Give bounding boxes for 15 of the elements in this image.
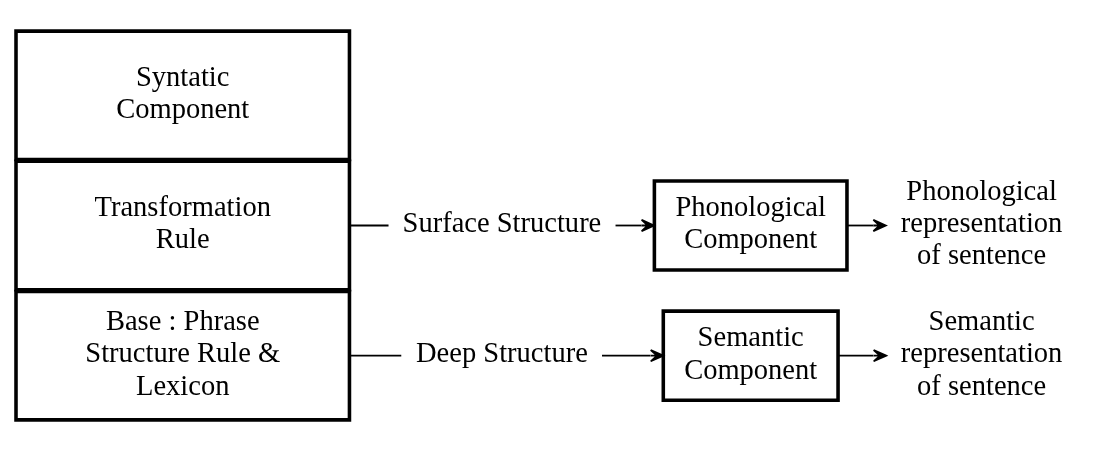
node-text: Deep Structure [416, 336, 588, 368]
node-box: Phonological Component [652, 178, 849, 272]
node-box: Transformation Rule [14, 159, 352, 291]
arrow [601, 348, 665, 362]
node-text: Surface Structure [402, 206, 602, 238]
arrow [846, 218, 887, 232]
connector [348, 224, 390, 226]
arrow [837, 348, 888, 362]
node-box: Syntatic Component [14, 28, 352, 161]
node-box: Semantic Component [661, 308, 840, 402]
node-text: Phonological representation of sentence [900, 174, 1063, 270]
node-box: Base : Phrase Structure Rule & Lexicon [14, 289, 352, 422]
connector [348, 354, 403, 357]
node-text: Semantic representation of sentence [900, 304, 1063, 401]
arrow [614, 218, 655, 232]
